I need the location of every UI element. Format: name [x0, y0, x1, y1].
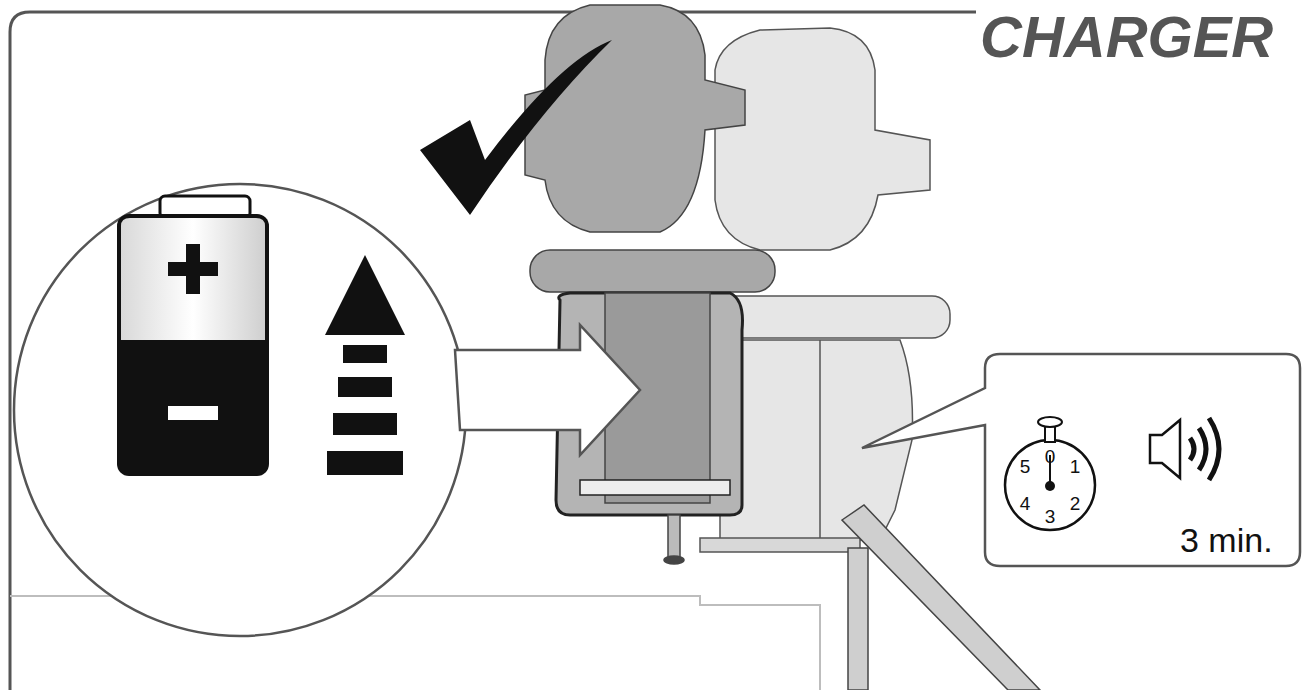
clock-digit: 4: [1020, 494, 1031, 513]
stopwatch: [1005, 417, 1095, 530]
counter-edge: [10, 596, 820, 690]
charging-arrow: [325, 255, 405, 475]
pointer-arrow: [455, 325, 640, 455]
clock-digit: 2: [1070, 494, 1081, 513]
clock-digit: 0: [1045, 447, 1056, 466]
clock-digit: 1: [1070, 457, 1081, 476]
timer-callout: [862, 354, 1300, 566]
sound-icon: [1150, 418, 1219, 480]
frame: [10, 12, 1000, 690]
callout-circle: [14, 184, 466, 636]
title: CHARGER: [976, 8, 1277, 66]
clock-digit: 3: [1045, 507, 1056, 526]
battery-symbol: [117, 196, 269, 476]
check-mark: [420, 40, 612, 215]
clock-digit: 5: [1020, 457, 1031, 476]
duration-label: 3 min.: [1180, 523, 1273, 557]
